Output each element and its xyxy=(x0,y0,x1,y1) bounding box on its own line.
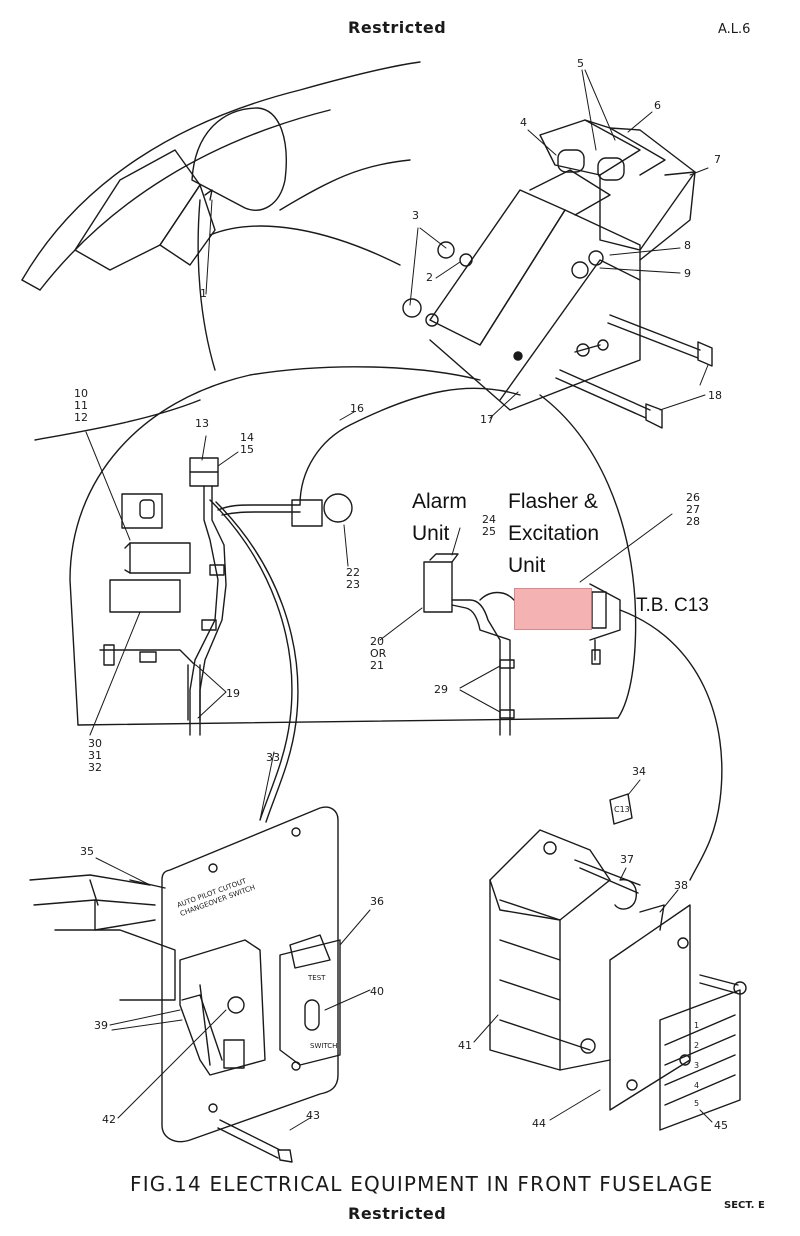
switch-leaders xyxy=(95,857,371,1131)
terminal-leaders xyxy=(473,779,713,1123)
alarm-unit-callout: Alarm Unit xyxy=(412,486,467,550)
part-number-36: 36 xyxy=(370,895,384,908)
part-number-29: 29 xyxy=(434,683,448,696)
flasher-unit-highlight xyxy=(514,588,592,630)
part-number-35: 35 xyxy=(80,845,94,858)
part-number-34: 34 xyxy=(632,765,646,778)
part-number-5: 5 xyxy=(577,57,584,70)
part-number-7: 7 xyxy=(714,153,721,166)
part-number-17: 17 xyxy=(480,413,494,426)
flasher-callout-line-3: Unit xyxy=(508,554,546,577)
part-number-26: 26 27 28 xyxy=(686,491,700,528)
part-number-33: 33 xyxy=(266,751,280,764)
tb-terminal-2: 2 xyxy=(694,1041,700,1050)
part-number-6: 6 xyxy=(654,99,661,112)
alarm-callout-line-2: Unit xyxy=(412,522,450,545)
leader-lines xyxy=(85,69,709,821)
switch-label: SWITCH xyxy=(310,1042,338,1050)
part-number-45: 45 xyxy=(714,1119,728,1132)
part-number-16: 16 xyxy=(350,402,364,415)
flasher-callout-line-1: Flasher & xyxy=(508,490,598,513)
part-number-22: 22 23 xyxy=(346,566,360,591)
part-number-38: 38 xyxy=(674,879,688,892)
part-number-13: 13 xyxy=(195,417,209,430)
bracket-assembly xyxy=(402,119,713,429)
units-assembly xyxy=(423,553,621,736)
part-number-18: 18 xyxy=(708,389,722,402)
part-number-3: 3 xyxy=(412,209,419,222)
part-number-20: 20 OR 21 xyxy=(370,635,387,672)
c13-tag: C13 xyxy=(614,805,630,814)
canopy-outline xyxy=(21,61,421,371)
part-number-39: 39 xyxy=(94,1019,108,1032)
switch-panel xyxy=(29,806,341,1163)
part-number-42: 42 xyxy=(102,1113,116,1126)
section-reference: SECT. E xyxy=(724,1200,765,1211)
part-number-9: 9 xyxy=(684,267,691,280)
part-number-2: 2 xyxy=(426,271,433,284)
wiring-runs xyxy=(209,387,723,881)
fuselage-panel xyxy=(34,366,637,726)
document-reference: A.L.6 xyxy=(718,22,751,37)
figure-caption: FIG.14 ELECTRICAL EQUIPMENT IN FRONT FUS… xyxy=(130,1172,714,1196)
tb-terminal-1: 1 xyxy=(694,1021,700,1030)
part-number-44: 44 xyxy=(532,1117,546,1130)
test-label: TEST xyxy=(308,974,326,982)
restricted-footer: Restricted xyxy=(348,1204,447,1223)
restricted-header: Restricted xyxy=(348,18,447,37)
part-number-1: 1 xyxy=(200,287,207,300)
part-number-40: 40 xyxy=(370,985,384,998)
part-number-14: 14 15 xyxy=(240,431,254,456)
terminal-block xyxy=(489,793,747,1131)
terminal-block-callout: T.B. C13 xyxy=(636,595,709,616)
part-number-19: 19 xyxy=(226,687,240,700)
part-number-8: 8 xyxy=(684,239,691,252)
flasher-callout-line-2: Excitation xyxy=(508,522,600,545)
alarm-callout-line-1: Alarm xyxy=(412,490,467,513)
flasher-unit-callout: Flasher & Excitation Unit xyxy=(508,486,599,582)
part-number-37: 37 xyxy=(620,853,634,866)
part-number-41: 41 xyxy=(458,1039,472,1052)
tb-terminal-4: 4 xyxy=(694,1081,700,1090)
part-number-30: 30 31 32 xyxy=(88,737,102,774)
part-number-43: 43 xyxy=(306,1109,320,1122)
part-number-4: 4 xyxy=(520,116,527,129)
part-number-24: 24 25 xyxy=(482,513,496,538)
part-number-10: 10 11 12 xyxy=(74,387,88,424)
tb-terminal-5: 5 xyxy=(694,1099,700,1108)
tb-terminal-3: 3 xyxy=(694,1061,700,1070)
